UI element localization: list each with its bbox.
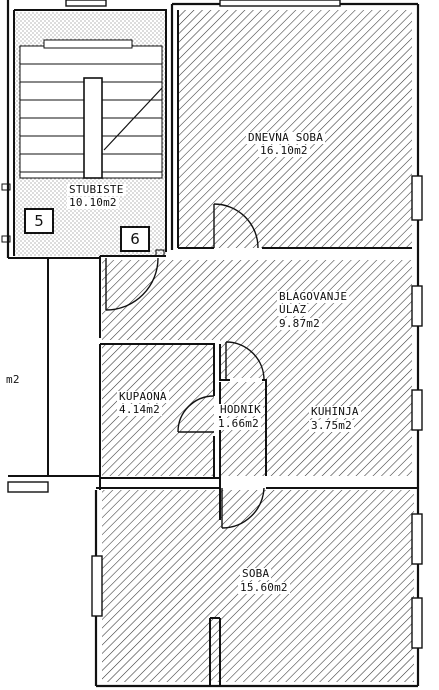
room-marker-6: 6	[120, 226, 150, 252]
window-marks	[7, 0, 423, 649]
label-blagovanje-area: 9.87m2	[277, 317, 322, 330]
label-hodnik-area: 1.66m2	[216, 417, 261, 430]
small-markers	[1, 183, 165, 257]
label-kuhinja-name: KUHINJA	[309, 405, 361, 418]
label-soba-area: 15.60m2	[238, 581, 290, 594]
label-kupaona-name: KUPAONA	[117, 390, 169, 403]
label-ulaz-name: ULAZ	[277, 303, 309, 316]
label-stubiste-area: 10.10m2	[67, 196, 119, 209]
label-dnevna-soba-name: DNEVNA SOBA	[246, 131, 326, 144]
doors	[105, 203, 265, 529]
label-kuhinja-area: 3.75m2	[309, 419, 354, 432]
label-hodnik-name: HODNIK	[218, 403, 263, 416]
room-dnevna-soba-fill	[178, 10, 412, 248]
label-dnevna-soba-area: 16.10m2	[258, 144, 310, 157]
staircase	[19, 39, 163, 179]
label-kupaona-area: 4.14m2	[117, 403, 162, 416]
label-stubiste-name: STUBISTE	[67, 183, 126, 196]
label-cut-off-area: m2	[6, 373, 20, 386]
label-blagovanje-name: BLAGOVANJE	[277, 290, 350, 303]
room-marker-5: 5	[24, 208, 54, 234]
label-soba-name: SOBA	[240, 567, 272, 580]
